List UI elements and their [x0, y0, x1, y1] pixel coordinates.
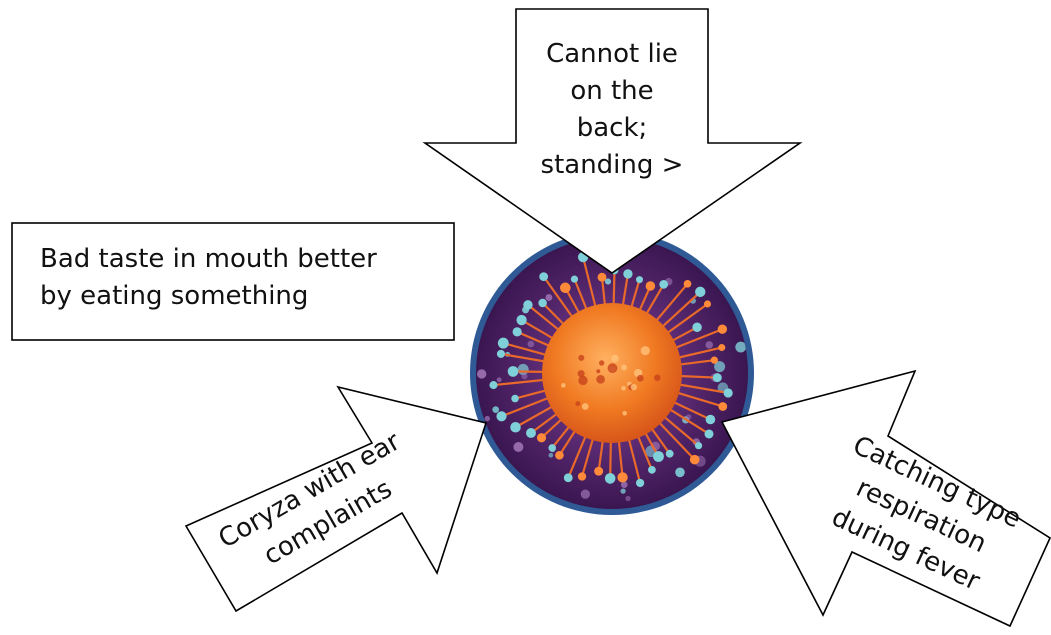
virus-surface-dot: [582, 403, 589, 410]
virus-spike-tip: [516, 315, 526, 325]
virus-surface-dot: [608, 363, 618, 373]
virus-surface-dot: [654, 374, 661, 381]
virus-surface-dot: [622, 411, 627, 416]
virus-spike-tip: [513, 327, 522, 336]
virus-spike-tip: [695, 287, 705, 297]
virus-spike-tip: [497, 350, 505, 358]
virus-spike-tip: [648, 466, 656, 474]
background-particle: [485, 416, 491, 422]
background-particle: [625, 496, 630, 501]
virus-spike-tip: [594, 467, 603, 476]
virus-spike-tip: [537, 433, 546, 442]
virus-spike-tip: [713, 373, 722, 382]
background-particle: [518, 364, 529, 375]
virus-spike-tip: [646, 281, 655, 290]
virus-spike-tip: [695, 442, 702, 449]
virus-spike-tip: [653, 451, 664, 462]
virus-spike-tip: [706, 415, 716, 425]
background-particle: [477, 369, 486, 378]
virus-spike-tip: [704, 429, 713, 438]
background-particle: [497, 377, 502, 382]
virus-surface-dot: [637, 375, 644, 382]
virus-surface-dot: [578, 376, 587, 385]
background-particle: [620, 488, 625, 493]
background-particle: [545, 294, 552, 301]
virus-surface-dot: [621, 386, 626, 391]
background-particle: [521, 373, 527, 379]
arrow-bottom-left: [186, 387, 486, 611]
virus-spike-tip: [511, 395, 519, 403]
virus-spike-tip: [690, 455, 700, 465]
virus-spike-tip: [659, 280, 668, 289]
virus-spike-tip: [538, 299, 547, 308]
virus-spike-tip: [636, 276, 643, 283]
virus-spike-tip: [724, 388, 733, 397]
virus-spike-tip: [718, 325, 727, 334]
virus-spike-tip: [510, 422, 521, 433]
virus-spike-tip: [496, 411, 506, 421]
virus-spike-tip: [555, 451, 564, 460]
virus-spike-tip: [711, 357, 718, 364]
virus-surface-dot: [561, 383, 566, 388]
background-particle: [735, 342, 746, 353]
background-particle: [706, 341, 714, 349]
virus-spike-tip: [548, 444, 556, 452]
virus-spike-tip: [498, 338, 509, 349]
background-particle: [528, 341, 535, 348]
virus-spike-tip: [718, 402, 727, 411]
virus-surface-dot: [599, 360, 604, 365]
virus-surface-dot: [596, 375, 605, 384]
text-box: [12, 223, 454, 340]
virus-spike-tip: [617, 472, 627, 482]
virus-surface-dot: [631, 384, 637, 390]
virus-spike-tip: [598, 273, 607, 282]
virus-spike-tip: [684, 280, 692, 288]
virus-spike-tip: [692, 323, 702, 333]
virus-surface-dot: [575, 401, 580, 406]
virus-spike-tip: [508, 366, 519, 377]
virus-spike-tip: [605, 473, 616, 484]
background-particle: [675, 468, 685, 478]
virus-spike-tip: [560, 283, 571, 294]
virus-surface-dot: [596, 369, 600, 373]
virus-surface-dot: [621, 364, 627, 370]
virus-spike-tip: [666, 450, 674, 458]
virus-spike-tip: [539, 272, 548, 281]
virus-spike-tip: [578, 472, 586, 480]
background-particle: [492, 406, 499, 413]
background-particle: [549, 453, 554, 458]
virus-spike-tip: [704, 300, 711, 307]
arrow-bottom-right: [722, 371, 1050, 626]
virus-spike-tip: [718, 344, 725, 351]
virus-spike-tip: [636, 479, 644, 487]
background-particle: [581, 490, 590, 499]
virus-spike-tip: [523, 300, 532, 309]
virus-spike-tip: [571, 276, 578, 283]
virus-surface-dot: [578, 355, 584, 361]
virus-spike-tip: [526, 428, 536, 438]
virus-surface-dot: [641, 346, 650, 355]
background-particle: [513, 442, 523, 452]
virus-spike-tip: [623, 269, 632, 278]
virus-surface-dot: [611, 355, 619, 363]
arrow-top: [425, 9, 800, 273]
virus-spike-tip: [489, 381, 497, 389]
virus-spike-tip: [564, 473, 573, 482]
